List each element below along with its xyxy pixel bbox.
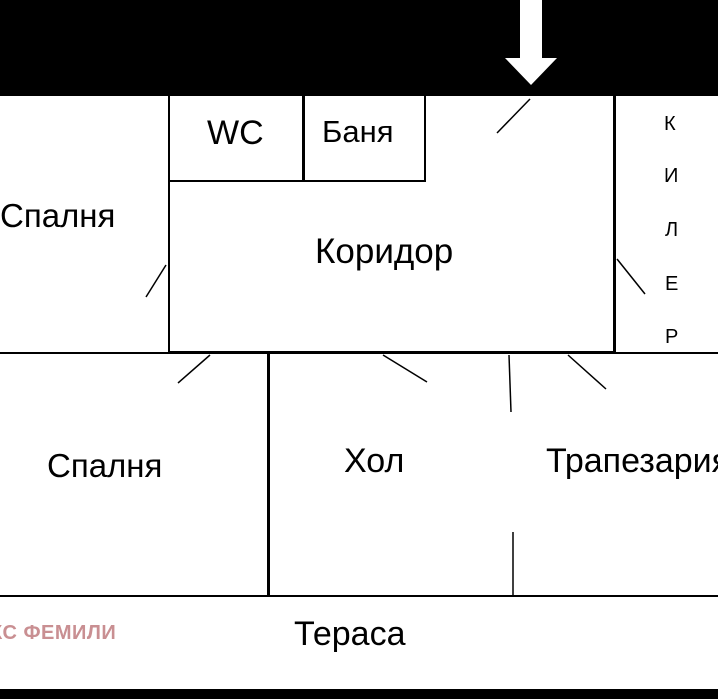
door-dining-top: [508, 354, 512, 413]
room-bedroom-bottom: [0, 354, 267, 595]
room-living-dining: [270, 354, 718, 595]
label-dining: Трапезария: [546, 442, 718, 480]
label-bedroom-top: Спалня: [0, 197, 116, 234]
label-pantry-letter-2: И: [664, 165, 679, 187]
room-pantry: [616, 96, 718, 352]
watermark: КС ФЕМИЛИ: [0, 622, 117, 644]
label-pantry-letter-1: К: [664, 113, 676, 135]
label-wc: WC: [207, 114, 264, 152]
label-bath: Баня: [322, 114, 394, 149]
door-bedroom-top: [145, 264, 167, 298]
label-terrace: Тераса: [294, 615, 406, 653]
label-corridor: Коридор: [315, 232, 454, 271]
room-bath: [305, 96, 424, 180]
door-dining-side: [567, 354, 607, 390]
label-pantry-letter-3: Л: [665, 219, 679, 241]
door-bedroom-bottom: [177, 354, 211, 384]
room-terrace: [0, 597, 718, 689]
label-living: Хол: [344, 442, 405, 480]
door-entrance: [496, 98, 531, 134]
room-bedroom-top: [0, 96, 168, 352]
door-pantry: [616, 258, 646, 295]
room-wc: [170, 96, 302, 180]
room-corridor: [170, 96, 613, 351]
door-lines: [145, 98, 646, 597]
door-living: [382, 354, 428, 383]
label-pantry-letter-5: Р: [665, 326, 679, 348]
down-arrow-icon: [505, 0, 557, 85]
label-bedroom-bottom: Спалня: [47, 447, 163, 484]
label-pantry-letter-4: Е: [665, 273, 679, 295]
